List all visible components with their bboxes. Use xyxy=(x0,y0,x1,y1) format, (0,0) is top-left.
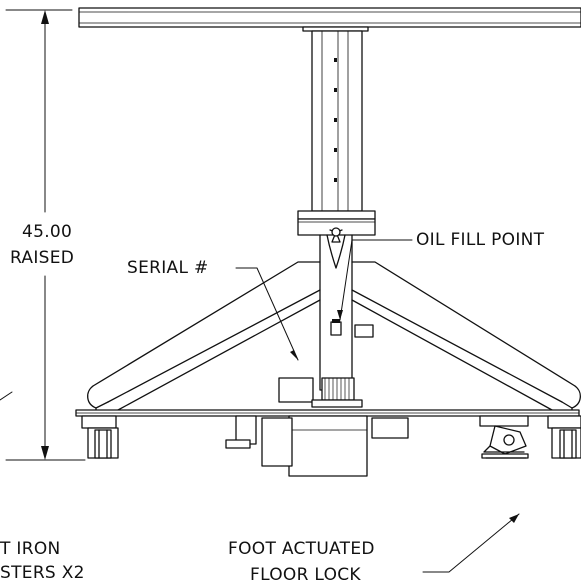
lift-column xyxy=(297,30,376,236)
leg-right xyxy=(351,261,581,415)
caster-right xyxy=(547,415,581,459)
casters-callout-line1: T IRON xyxy=(0,539,61,559)
leg-left xyxy=(87,261,321,415)
serial-number-callout: SERIAL # xyxy=(127,258,209,278)
table-top xyxy=(78,7,581,32)
floor-lock-mechanism xyxy=(479,415,529,459)
dimension-value: 45.00 xyxy=(22,222,73,242)
serial-plate xyxy=(278,377,314,403)
dimension-state: RAISED xyxy=(10,248,75,268)
height-dimension-line xyxy=(5,9,86,461)
leader-lines xyxy=(0,239,520,573)
oil-fill-plug xyxy=(330,227,374,338)
casters-callout-line2: STERS X2 xyxy=(0,563,85,583)
foot-lock-callout-line2: FLOOR LOCK xyxy=(250,565,361,585)
foot-lock-callout-line1: FOOT ACTUATED xyxy=(228,539,375,559)
pump-assembly xyxy=(225,377,409,477)
oil-fill-callout: OIL FILL POINT xyxy=(416,230,545,250)
caster-left xyxy=(81,415,119,459)
base-hub xyxy=(319,229,353,391)
base-plate xyxy=(75,409,580,417)
